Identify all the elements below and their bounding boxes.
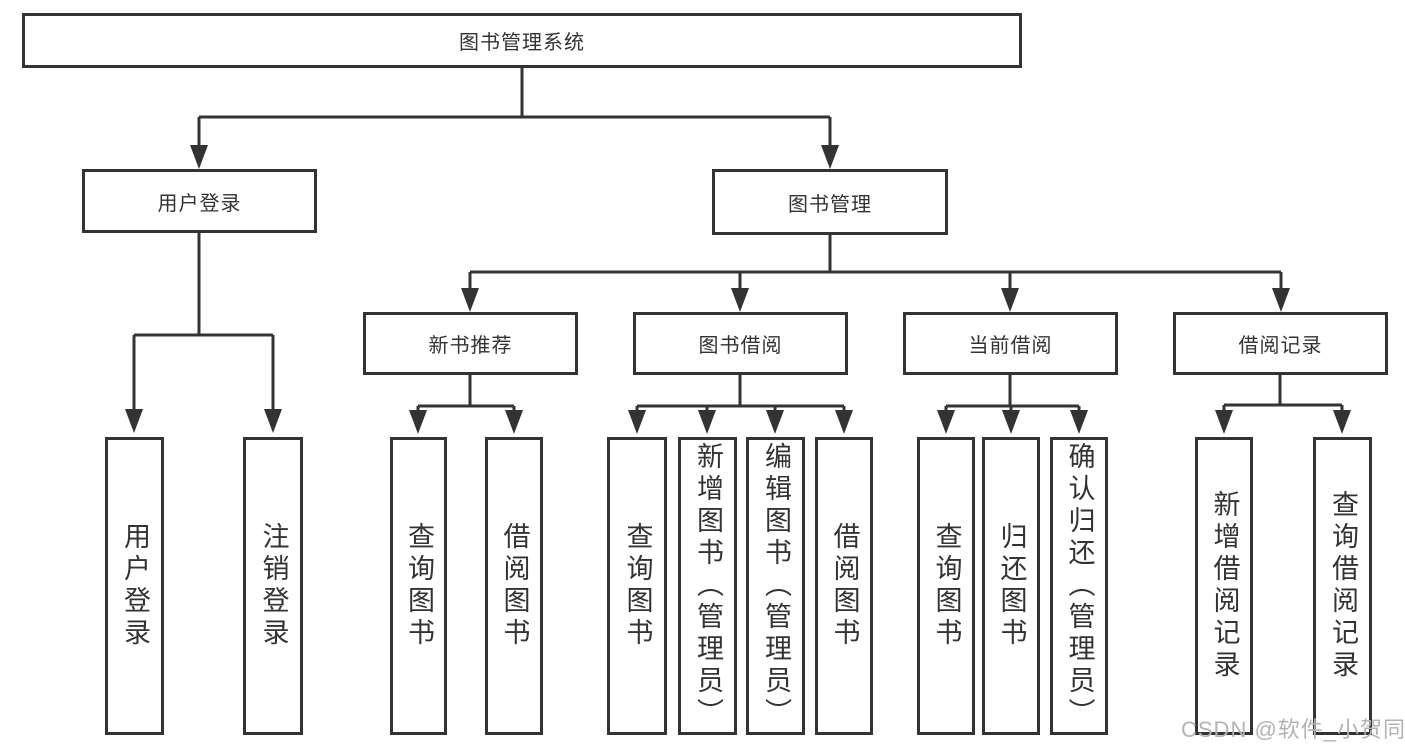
node-label: 当前借阅	[968, 335, 1053, 357]
node-label: 借阅记录	[1238, 335, 1323, 357]
arrow-down-icon	[766, 410, 784, 434]
leaf-query-borrow-record: 查询借阅记录	[1313, 437, 1372, 735]
arrow-down-icon	[1001, 288, 1019, 312]
node-book-management: 图书管理	[712, 169, 948, 235]
arrow-down-icon	[1002, 410, 1020, 434]
arrow-down-icon	[125, 409, 143, 433]
leaf-confirm-return-admin: 确认归还（管理员）	[1050, 437, 1108, 735]
leaf-user-login: 用户登录	[105, 437, 164, 735]
csdn-watermark: CSDN @软件_小贺同学	[1181, 717, 1405, 742]
arrow-down-icon	[1070, 410, 1088, 434]
node-label: 查询借阅记录	[1328, 490, 1358, 682]
arrowhead-icons	[125, 145, 1351, 434]
arrow-down-icon	[628, 410, 646, 434]
node-label: 新增借阅记录	[1209, 490, 1240, 682]
arrow-down-icon	[731, 288, 749, 312]
node-label: 编辑图书（管理员）	[761, 442, 791, 730]
node-label: 查询图书	[622, 522, 653, 650]
node-library-management-system: 图书管理系统	[22, 13, 1022, 68]
arrow-down-icon	[1215, 410, 1233, 434]
node-label: 确认归还（管理员）	[1064, 442, 1095, 730]
node-label: 新增图书（管理员）	[693, 442, 723, 730]
arrow-down-icon	[835, 410, 853, 434]
node-borrowing-records: 借阅记录	[1173, 312, 1388, 375]
arrow-down-icon	[821, 145, 839, 169]
leaf-borrow-books: 借阅图书	[815, 437, 873, 735]
arrow-down-icon	[505, 410, 523, 434]
arrow-down-icon	[1272, 288, 1290, 312]
node-label: 注销登录	[258, 522, 289, 650]
arrow-down-icon	[1333, 410, 1351, 434]
node-label: 查询图书	[931, 522, 962, 650]
node-book-borrowing: 图书借阅	[633, 312, 848, 375]
arrow-down-icon	[409, 410, 427, 434]
node-label: 图书管理系统	[459, 32, 585, 54]
leaf-add-book-admin: 新增图书（管理员）	[678, 437, 737, 735]
leaf-query-books-borrow: 查询图书	[607, 437, 667, 735]
arrow-down-icon	[698, 410, 716, 434]
leaf-query-books-recommend: 查询图书	[390, 437, 447, 735]
arrow-down-icon	[461, 288, 479, 312]
node-label: 用户登录	[157, 192, 242, 215]
leaf-add-borrow-record: 新增借阅记录	[1195, 437, 1253, 735]
node-label: 借阅图书	[499, 522, 530, 650]
node-label: 图书借阅	[698, 335, 783, 357]
node-new-book-recommendation: 新书推荐	[363, 312, 578, 375]
arrow-down-icon	[190, 145, 208, 169]
arrow-down-icon	[264, 409, 282, 433]
leaf-borrow-books-recommend: 借阅图书	[485, 437, 543, 735]
node-label: 归还图书	[996, 522, 1027, 650]
arrow-down-icon	[937, 410, 955, 434]
node-label: 借阅图书	[829, 522, 860, 650]
leaf-logout: 注销登录	[243, 437, 303, 735]
node-label: 图书管理	[788, 193, 872, 216]
node-label: 查询图书	[404, 522, 434, 650]
node-user-login: 用户登录	[82, 169, 317, 233]
tree-edges	[132, 68, 1344, 412]
node-label: 新书推荐	[428, 335, 513, 357]
node-label: 用户登录	[120, 522, 150, 650]
leaf-edit-book-admin: 编辑图书（管理员）	[746, 437, 805, 735]
node-current-borrowing: 当前借阅	[903, 312, 1118, 375]
leaf-query-books-current: 查询图书	[917, 437, 975, 735]
leaf-return-book: 归还图书	[982, 437, 1040, 735]
